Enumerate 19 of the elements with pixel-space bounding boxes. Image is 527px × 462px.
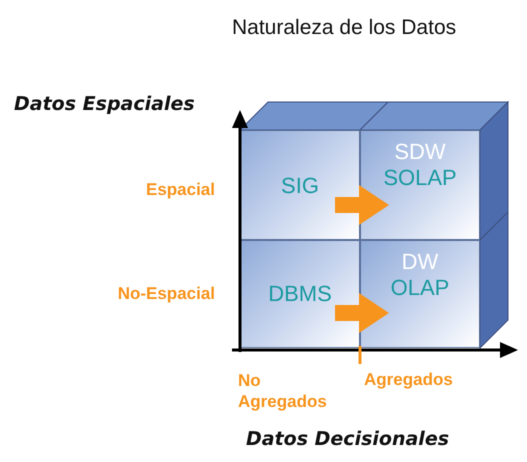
matrix-cell xyxy=(240,240,360,348)
cell-heading: DW xyxy=(400,249,440,275)
arrow xyxy=(335,185,389,225)
cell-text: OLAP xyxy=(390,275,450,301)
matrix-cell xyxy=(360,240,480,348)
matrix-cell xyxy=(240,130,360,240)
axis-title: Datos Decisionales xyxy=(246,428,450,450)
row-label: Espacial xyxy=(145,180,215,200)
column-label: No Agregados xyxy=(238,370,328,412)
cell-text: SIG xyxy=(280,173,320,199)
matrix-cell xyxy=(360,130,480,240)
row-label: No-Espacial xyxy=(116,284,215,304)
arrow xyxy=(335,293,389,333)
cell-text: DBMS xyxy=(267,281,333,307)
cell-heading: SDW xyxy=(393,139,447,165)
title: Naturaleza de los Datos xyxy=(232,16,456,40)
cell-text: SOLAP xyxy=(382,165,458,191)
axis-title: Datos Espaciales xyxy=(14,93,195,115)
column-label: Agregados xyxy=(364,370,453,390)
